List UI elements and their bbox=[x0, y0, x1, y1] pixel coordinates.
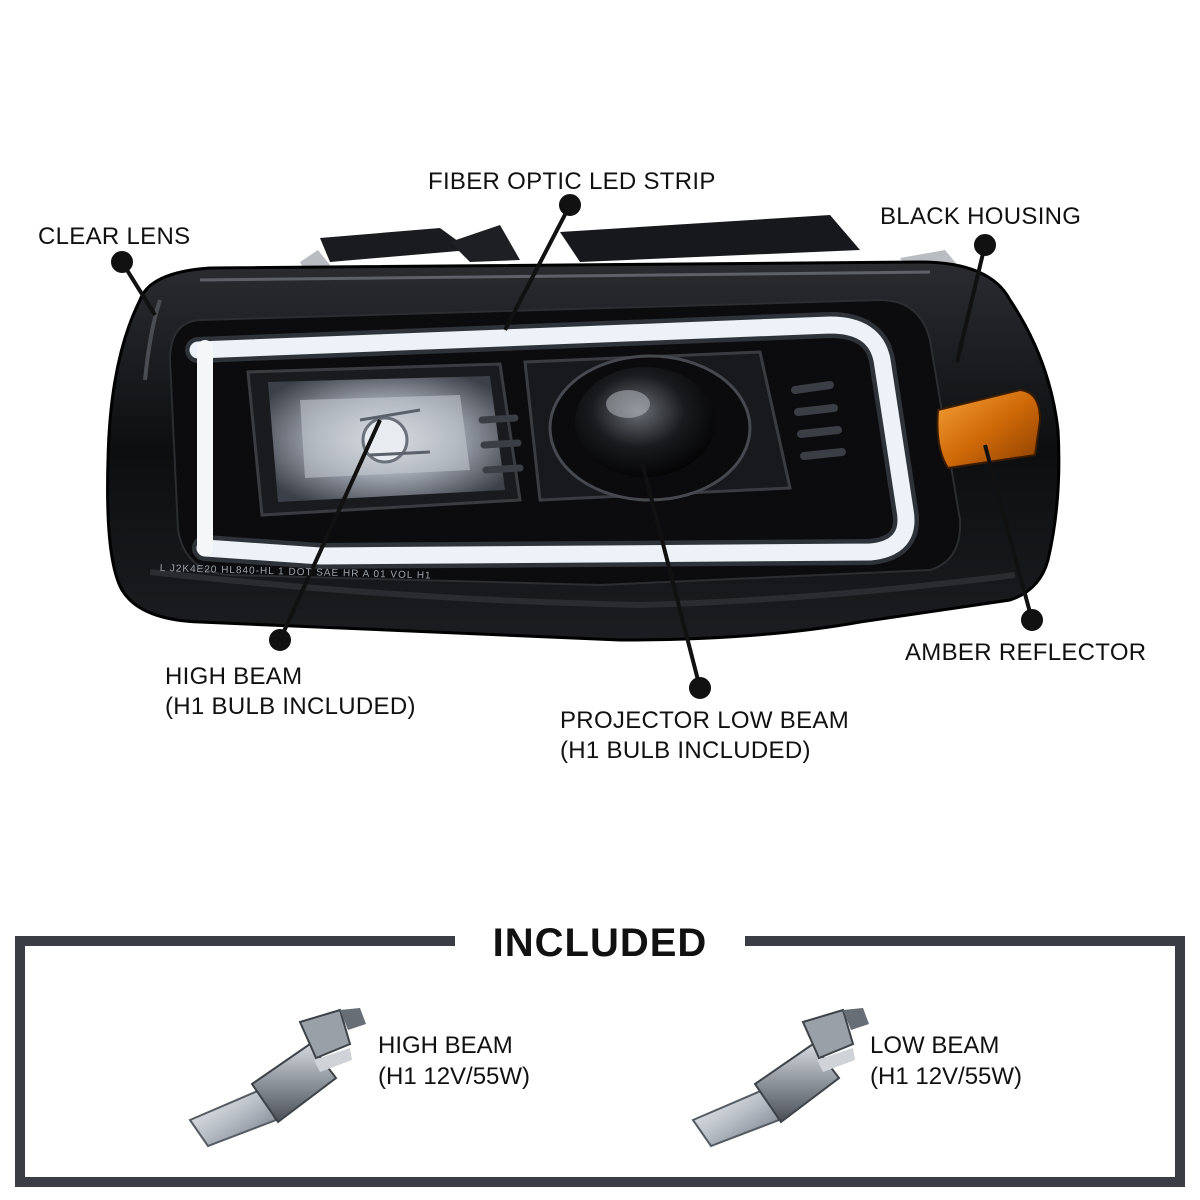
h1-bulb-low bbox=[691, 1008, 869, 1148]
callout-projector-low-beam: PROJECTOR LOW BEAM (H1 BULB INCLUDED) bbox=[560, 706, 849, 766]
h1-bulb-high bbox=[188, 1008, 366, 1148]
bulb-label-low: LOW BEAM (H1 12V/55W) bbox=[870, 1030, 1022, 1092]
bulb-low-line2: (H1 12V/55W) bbox=[870, 1063, 1023, 1090]
callout-amber-reflector: AMBER REFLECTOR bbox=[905, 639, 1147, 666]
amber-reflector bbox=[936, 388, 1042, 470]
callout-projector-line1: PROJECTOR LOW BEAM bbox=[560, 707, 849, 734]
callout-leaders bbox=[111, 194, 1043, 699]
included-frame bbox=[15, 936, 1185, 1187]
fiber-optic-led-strip bbox=[189, 316, 915, 565]
callout-high-beam-line2: (H1 BULB INCLUDED) bbox=[165, 693, 416, 720]
callout-high-beam: HIGH BEAM (H1 BULB INCLUDED) bbox=[165, 662, 416, 722]
callout-fiber-optic: FIBER OPTIC LED STRIP bbox=[428, 168, 716, 195]
high-beam-module bbox=[246, 362, 522, 517]
bulb-label-high: HIGH BEAM (H1 12V/55W) bbox=[378, 1030, 530, 1092]
callout-black-housing: BLACK HOUSING bbox=[880, 203, 1082, 230]
callout-high-beam-line1: HIGH BEAM bbox=[165, 663, 303, 690]
bulb-low-line1: LOW BEAM bbox=[870, 1032, 1000, 1059]
bulb-high-line2: (H1 12V/55W) bbox=[378, 1063, 531, 1090]
bulb-high-line1: HIGH BEAM bbox=[378, 1032, 513, 1059]
included-title: INCLUDED bbox=[492, 921, 708, 965]
projector-module bbox=[478, 350, 846, 502]
callout-projector-line2: (H1 BULB INCLUDED) bbox=[560, 737, 811, 764]
callout-clear-lens: CLEAR LENS bbox=[38, 223, 191, 250]
